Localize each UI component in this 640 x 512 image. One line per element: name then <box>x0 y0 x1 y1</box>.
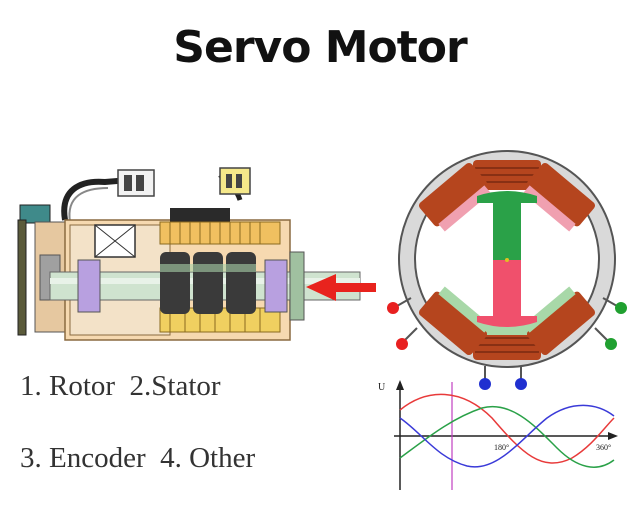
tick-label-360: 360° <box>596 443 611 452</box>
three-phase-waveform: U 180° 360° <box>378 380 618 490</box>
parts-list-line-1: 1. Rotor 2.Stator <box>20 370 221 402</box>
servo-motor-cutaway-illustration <box>17 167 376 341</box>
y-axis-label: U <box>378 382 386 393</box>
parts-list-line-2: 3. Encoder 4. Other <box>20 442 256 474</box>
tick-label-180: 180° <box>494 443 509 452</box>
stator-cross-section-diagram <box>387 150 627 390</box>
page-title: Servo Motor <box>173 22 467 73</box>
red-arrow-icon <box>306 274 376 301</box>
